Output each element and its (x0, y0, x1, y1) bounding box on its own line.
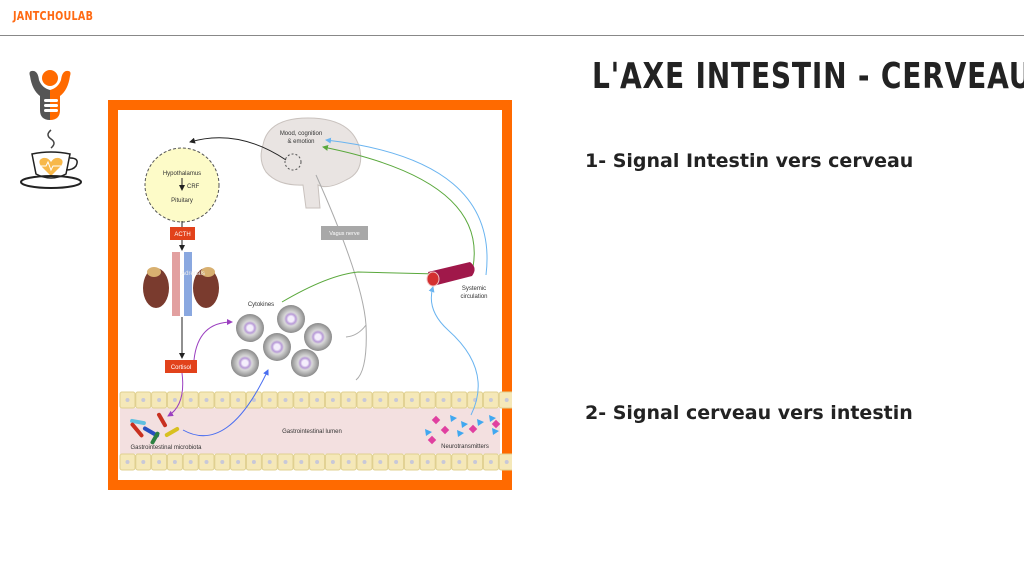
bacteria (130, 412, 180, 445)
svg-text:Systemic: Systemic (462, 286, 486, 292)
svg-text:Adrenals: Adrenals (181, 271, 205, 277)
immune-cell (304, 323, 332, 351)
svg-text:Gastrointestinal lumen: Gastrointestinal lumen (282, 429, 342, 435)
point-gut-to-brain: 1- Signal Intestin vers cerveau (585, 150, 914, 172)
neurotransmitter (425, 429, 432, 436)
svg-text:circulation: circulation (460, 294, 487, 300)
svg-text:Vagus nerve: Vagus nerve (329, 231, 359, 237)
immune-cell (231, 349, 259, 377)
neurotransmitter (457, 430, 464, 437)
blood-vessel (428, 262, 475, 286)
neurotransmitter-particles (425, 415, 501, 445)
slide-title: L'AXE INTESTIN - CERVEAU (592, 56, 1024, 97)
svg-text:CRF: CRF (187, 184, 200, 190)
svg-text:ACTH: ACTH (174, 232, 190, 238)
neurotransmitter (431, 415, 441, 425)
svg-text:& emotion: & emotion (287, 139, 314, 145)
svg-text:Pituitary: Pituitary (171, 198, 193, 204)
neurotransmitter (468, 424, 478, 434)
brand-name: JANTCHOULAB (13, 9, 94, 23)
brain-illustration (260, 117, 362, 209)
immune-cell (236, 314, 264, 342)
neurotransmitter (491, 419, 501, 429)
neurotransmitter (477, 419, 484, 426)
neurotransmitter (492, 428, 499, 435)
lumen-band (120, 408, 500, 454)
immune-cell (291, 349, 319, 377)
immune-cells (231, 305, 332, 377)
epithelium-cells (119, 391, 512, 471)
neurotransmitter (489, 415, 496, 422)
neurotransmitter (427, 435, 437, 445)
jantchoulab-logo-icon (29, 70, 71, 120)
svg-text:Gastrointestinal microbiota: Gastrointestinal microbiota (130, 445, 202, 451)
immune-cell (263, 333, 291, 361)
point-brain-to-gut: 2- Signal cerveau vers intestin (585, 402, 913, 424)
neurotransmitter (461, 421, 468, 428)
coffee-cup-heart-icon (20, 129, 82, 189)
immune-cell (277, 305, 305, 333)
gut-brain-diagram: Mood, cognition & emotion Hypothalamus C… (108, 100, 512, 490)
header-divider (0, 35, 1024, 36)
svg-text:Mood, cognition: Mood, cognition (280, 131, 322, 137)
neurotransmitter (440, 425, 450, 435)
svg-text:Cytokines: Cytokines (248, 302, 274, 308)
neurotransmitter (450, 415, 457, 422)
svg-text:Neurotransmitters: Neurotransmitters (441, 444, 489, 450)
svg-text:Cortisol: Cortisol (171, 365, 191, 371)
svg-text:Hypothalamus: Hypothalamus (163, 171, 201, 177)
